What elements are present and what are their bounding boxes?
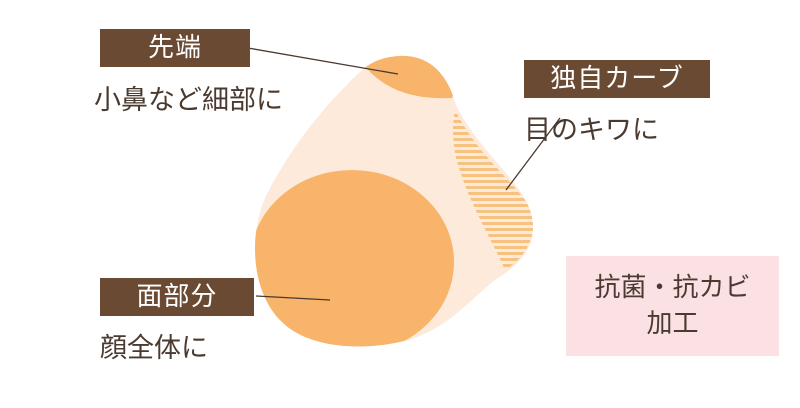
antibacterial-note: 抗菌・抗カビ 加工 <box>566 256 779 356</box>
curve-title: 独自カーブ <box>524 60 710 98</box>
tip-title: 先端 <box>100 29 250 67</box>
note-line-1: 抗菌・抗カビ <box>594 273 751 303</box>
face-description: 顔全体に <box>100 333 208 364</box>
leader-line-face <box>255 295 331 301</box>
puff-tip-region <box>350 55 470 99</box>
puff-curve-region <box>453 110 534 270</box>
tip-description: 小鼻など細部に <box>94 85 283 116</box>
leader-line-tip <box>247 47 399 75</box>
face-title: 面部分 <box>100 278 254 316</box>
puff-face-region <box>255 170 454 347</box>
note-line-2: 加工 <box>646 309 699 339</box>
leader-line-curve <box>505 117 561 191</box>
curve-description: 目のキワに <box>524 115 659 146</box>
